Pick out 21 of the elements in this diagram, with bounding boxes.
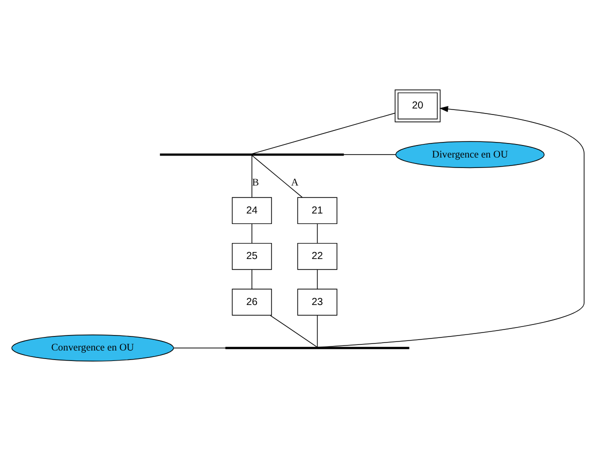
- edge-label: A: [291, 176, 298, 188]
- node-box: 24: [232, 196, 272, 224]
- node-bar: [225, 346, 410, 349]
- connector: [252, 154, 303, 198]
- node-box: 21: [297, 196, 338, 224]
- node-bar: [160, 153, 344, 156]
- connector: [270, 314, 318, 348]
- node-box: 26: [232, 288, 272, 316]
- connector: [173, 347, 226, 348]
- connector: [316, 314, 318, 348]
- node-box: 22: [297, 242, 338, 270]
- connector: [316, 223, 318, 244]
- node-ellipse: Convergence en OU: [11, 334, 174, 361]
- connector: [316, 268, 318, 289]
- node-ellipse: Divergence en OU: [395, 140, 545, 168]
- edge-label: B: [252, 176, 259, 188]
- arrow: [317, 105, 584, 348]
- connector: [252, 112, 396, 154]
- node-box: 20: [394, 89, 441, 122]
- node-box: 25: [232, 242, 272, 270]
- node-box: 23: [297, 288, 338, 316]
